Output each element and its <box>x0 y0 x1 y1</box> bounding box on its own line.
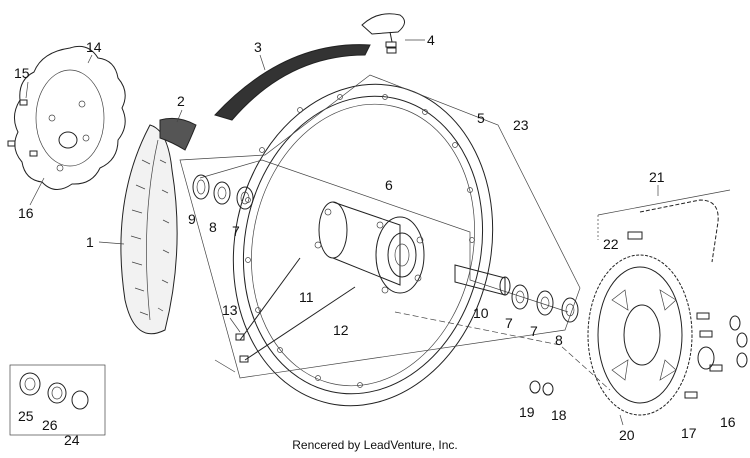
label-13: 13 <box>222 302 238 318</box>
label-7-right-a: 7 <box>505 315 513 331</box>
right-bearings <box>454 264 579 323</box>
sprocket <box>587 254 693 416</box>
tire <box>120 124 178 335</box>
label-2: 2 <box>177 93 185 109</box>
brake-disc <box>14 45 126 190</box>
label-22: 22 <box>603 236 619 252</box>
label-7-right-b: 7 <box>530 323 538 339</box>
label-18: 18 <box>551 407 567 423</box>
label-4: 4 <box>427 32 435 48</box>
label-17: 17 <box>681 425 697 441</box>
rim-lock <box>361 13 405 54</box>
sprocket-bolts <box>684 312 748 399</box>
label-8-right: 8 <box>555 332 563 348</box>
left-bearings <box>192 174 254 210</box>
label-24: 24 <box>64 432 80 448</box>
label-14: 14 <box>86 39 102 55</box>
label-20: 20 <box>619 427 635 443</box>
label-10: 10 <box>473 305 489 321</box>
label-8-left: 8 <box>209 219 217 235</box>
label-25: 25 <box>18 408 34 424</box>
leader-frame <box>179 74 611 391</box>
bearing-kit-inset <box>9 364 106 436</box>
label-21: 21 <box>649 169 665 185</box>
label-16-sprocket: 16 <box>720 414 736 430</box>
label-1: 1 <box>86 234 94 250</box>
rim-band <box>214 44 371 121</box>
rim-strip <box>159 117 197 151</box>
label-11: 11 <box>299 289 314 305</box>
label-7-left: 7 <box>232 223 240 239</box>
label-19: 19 <box>519 404 535 420</box>
leader-lines <box>25 39 659 426</box>
part-labels: 1 2 3 4 5 6 7 7 7 8 8 9 10 11 12 13 14 1… <box>14 32 736 448</box>
label-23: 23 <box>513 117 529 133</box>
copyright-footer: Rencered by LeadVenture, Inc. <box>292 438 458 452</box>
washers <box>529 380 554 396</box>
label-6: 6 <box>385 177 393 193</box>
chain <box>597 189 731 263</box>
label-3: 3 <box>254 39 262 55</box>
label-9: 9 <box>188 211 196 227</box>
label-16-disc: 16 <box>18 205 34 221</box>
wheel-rim <box>232 83 494 407</box>
label-5: 5 <box>477 110 485 126</box>
label-12: 12 <box>333 322 349 338</box>
wheel-hub <box>314 201 425 294</box>
label-26: 26 <box>42 417 58 433</box>
disc-bolts <box>7 99 38 157</box>
spokes <box>235 257 356 363</box>
label-15: 15 <box>14 65 30 81</box>
